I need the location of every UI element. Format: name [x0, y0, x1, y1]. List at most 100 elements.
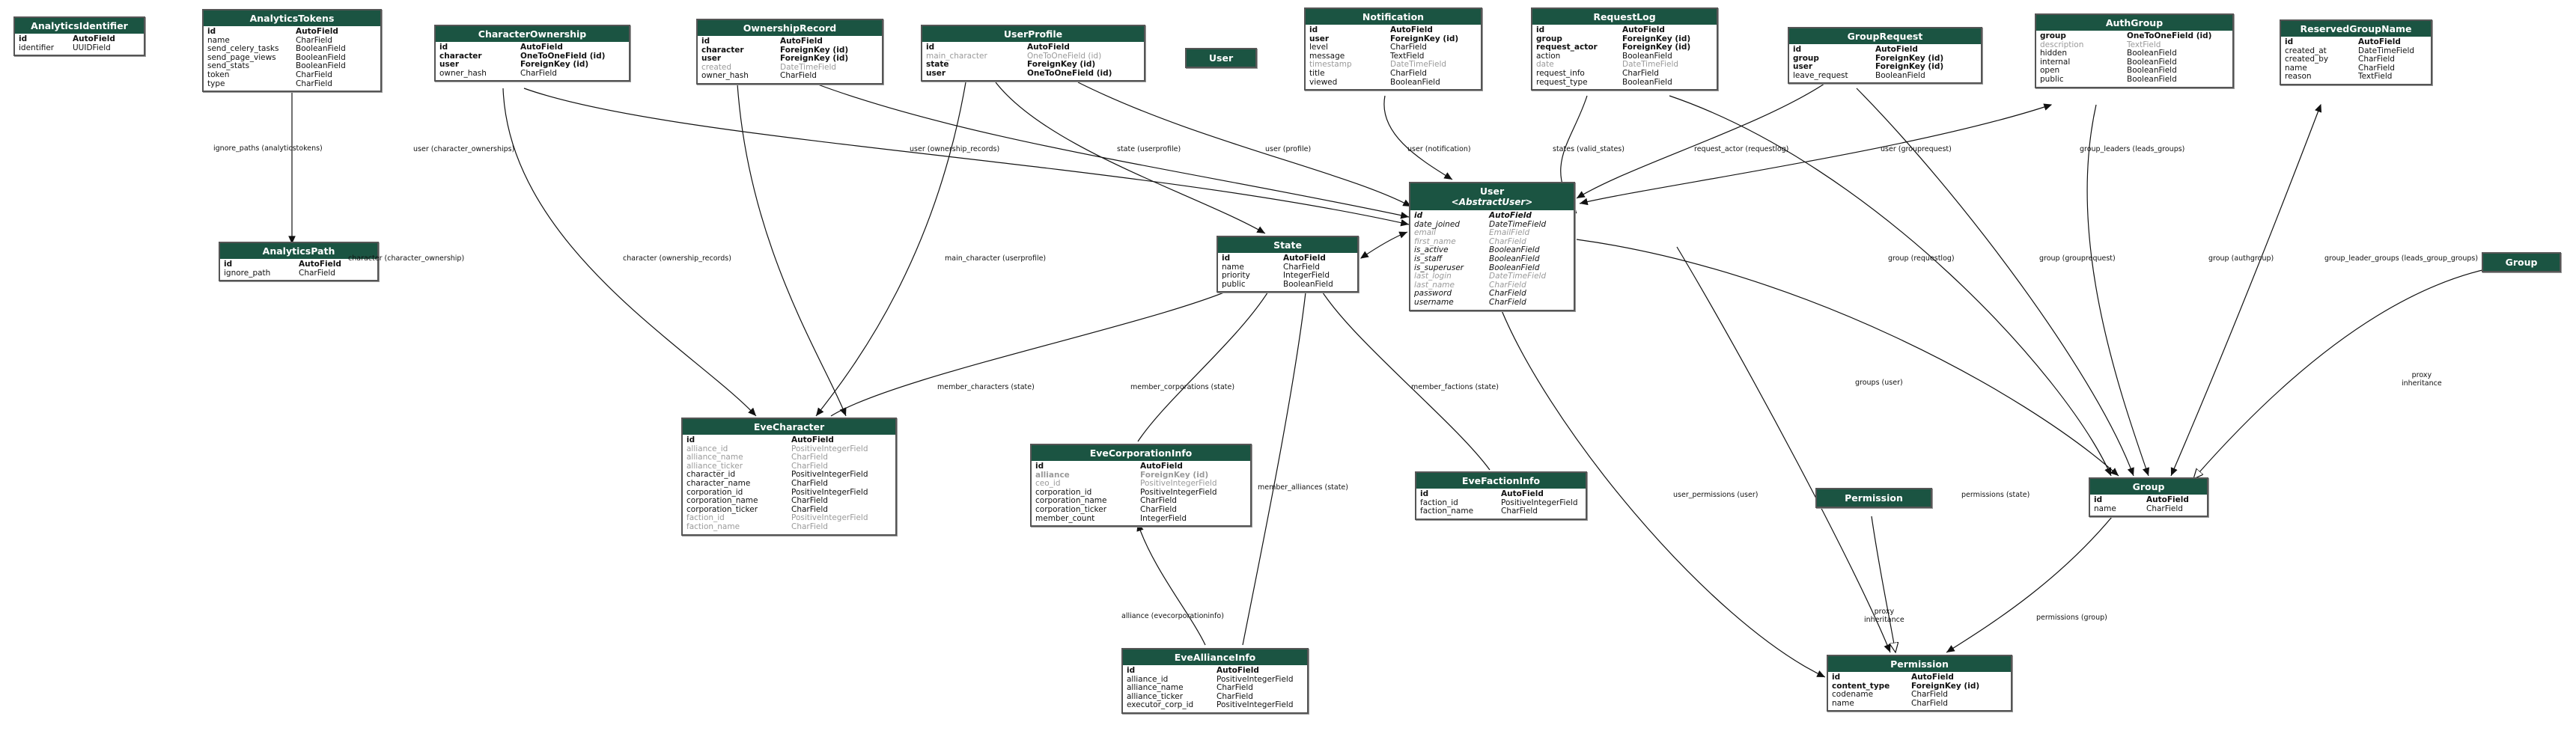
field-type: BooleanField	[1283, 279, 1333, 289]
entity-title-group_right: Group	[2483, 254, 2560, 271]
field-type: DateTimeField	[1489, 272, 1547, 281]
field-name: state	[926, 60, 949, 70]
field-type: CharField	[296, 35, 332, 45]
field-type: OneToOneField (id)	[1027, 68, 1112, 78]
field-type: AutoField	[791, 435, 834, 444]
field-name: user	[1309, 34, 1330, 43]
field-name: corporation_id	[1035, 487, 1092, 497]
field-name: content_type	[1832, 681, 1890, 691]
field-name: corporation_id	[686, 487, 743, 497]
field-name: id	[1309, 25, 1318, 34]
field-name: id	[926, 43, 935, 52]
field-name: ignore_path	[224, 268, 271, 278]
lbl-ownership-records: user (ownership_records)	[910, 145, 1000, 153]
entity-user_plain[interactable]: User	[1185, 48, 1257, 68]
field-type: CharField	[2358, 63, 2395, 73]
field-name: group	[2040, 31, 2066, 40]
field-type: AutoField	[1911, 673, 1954, 682]
field-type: CharField	[780, 71, 817, 81]
field-type: AutoField	[2146, 495, 2189, 504]
field-type: CharField	[1217, 691, 1253, 701]
field-name: id	[1127, 666, 1136, 675]
field-type: CharField	[1489, 289, 1526, 299]
field-type: AutoField	[1283, 254, 1326, 263]
lbl-group-leader-groups: group_leader_groups (leads_group_groups)	[2324, 254, 2479, 263]
lbl-group-grouprequest: group (grouprequest)	[2039, 254, 2116, 263]
field-name: faction_name	[686, 522, 740, 531]
field-type: TextField	[2358, 72, 2393, 82]
field-type: CharField	[791, 496, 828, 506]
field-type: CharField	[1390, 68, 1427, 78]
field-name: level	[1309, 43, 1328, 52]
field-name: description	[2040, 40, 2084, 49]
field-name: created_at	[2285, 46, 2327, 55]
field-type: ForeignKey (id)	[520, 60, 589, 70]
lbl-group-requestlog: group (requestlog)	[1888, 254, 1955, 263]
e-userprofile-user	[1077, 82, 1412, 207]
field-type: ForeignKey (id)	[1140, 470, 1209, 480]
field-name: name	[207, 35, 230, 45]
field-name: public	[1222, 279, 1246, 289]
field-name: character_name	[686, 478, 751, 488]
field-type: CharField	[1489, 280, 1526, 290]
field-type: PositiveIntegerField	[791, 444, 868, 453]
lbl-group-authgroup: group (authgroup)	[2208, 254, 2274, 263]
field-type: ForeignKey (id)	[1622, 34, 1691, 43]
field-type: TextField	[1390, 51, 1425, 61]
field-type: ForeignKey (id)	[1875, 53, 1944, 63]
field-type: BooleanField	[2127, 49, 2177, 58]
field-name: priority	[1222, 271, 1250, 281]
field-type: CharField	[1283, 262, 1320, 272]
entity-title-group_base: Group	[2090, 479, 2207, 495]
field-name: id	[701, 37, 710, 46]
field-type: ForeignKey (id)	[1390, 34, 1459, 43]
lbl-ignore-paths: ignore_paths (analyticstokens)	[213, 144, 323, 153]
field-name: reason	[2285, 72, 2312, 82]
field-name: type	[207, 79, 225, 88]
field-name: owner_hash	[439, 68, 487, 78]
field-type: IntegerField	[1283, 271, 1330, 281]
field-type: CharField	[520, 68, 557, 78]
field-type: CharField	[791, 522, 828, 531]
e-state-evefaction	[1317, 283, 1491, 471]
e-evecorp-alliance	[1136, 522, 1206, 646]
e-groupleadergroups-group	[2170, 103, 2322, 477]
entity-permission_proxy[interactable]: Permission	[1815, 488, 1932, 508]
entity-title-evecharacter: EveCharacter	[683, 419, 895, 435]
entity-group_right[interactable]: Group	[2482, 252, 2561, 272]
field-type: PositiveIntegerField	[791, 470, 868, 480]
field-name: id	[686, 435, 695, 444]
entity-title-grouprequest: GroupRequest	[1789, 28, 1981, 44]
lbl-member-alliances: member_alliances (state)	[1258, 483, 1348, 492]
lbl-proxy-inheritance-perm: proxy inheritance	[1864, 608, 1904, 624]
field-name: message	[1309, 51, 1345, 61]
entity-title-reservedgroupname: ReservedGroupName	[2281, 21, 2431, 37]
field-type: BooleanField	[296, 52, 346, 62]
lbl-permissions-state: permissions (state)	[1961, 491, 2030, 499]
field-type: BooleanField	[1489, 254, 1540, 263]
lbl-state-userprofile: state (userprofile)	[1117, 145, 1181, 153]
